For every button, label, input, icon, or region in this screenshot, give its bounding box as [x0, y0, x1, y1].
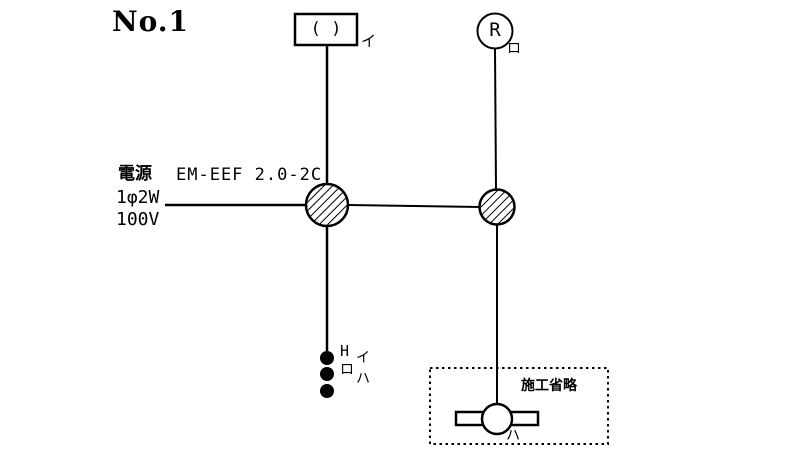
junction-box-right-icon	[478, 188, 516, 226]
omitted-area-border	[429, 367, 609, 445]
omitted-fixture-circuit-label: ハ	[506, 428, 520, 444]
switch-dot-2-icon	[320, 367, 334, 381]
switch3-circuit-label: ハ	[356, 371, 370, 387]
power-phase-label: 1φ2W	[116, 187, 160, 208]
switch2-circuit-label: ロ	[340, 362, 354, 378]
lamp-r-circuit-label: ロ	[507, 41, 521, 57]
power-source-label: 電源	[118, 164, 152, 184]
switch-pilot-mark-label: H	[340, 342, 350, 360]
omitted-caption-label: 施工省略	[521, 378, 577, 394]
cable-spec-label: EM-EEF 2.0-2C	[176, 165, 323, 185]
power-voltage-label: 100V	[116, 209, 160, 230]
top-device-box-icon	[293, 12, 359, 47]
switch-dot-1-icon	[320, 351, 334, 365]
switch-dot-3-icon	[320, 384, 334, 398]
diagram-number-label: No.1	[112, 5, 190, 38]
top-device-symbol-text: ( )	[310, 19, 342, 39]
wire-between-junctions	[347, 204, 481, 208]
lamp-r-circle-icon	[476, 12, 514, 50]
lamp-r-symbol-text: R	[489, 19, 501, 41]
junction-box-left-icon	[304, 182, 350, 228]
switch1-circuit-label: イ	[356, 350, 370, 366]
wire-rlamp-to-junction	[494, 48, 497, 191]
top-device-circuit-label: イ	[361, 32, 377, 50]
ceiling-fixture-circle-icon	[480, 402, 514, 436]
